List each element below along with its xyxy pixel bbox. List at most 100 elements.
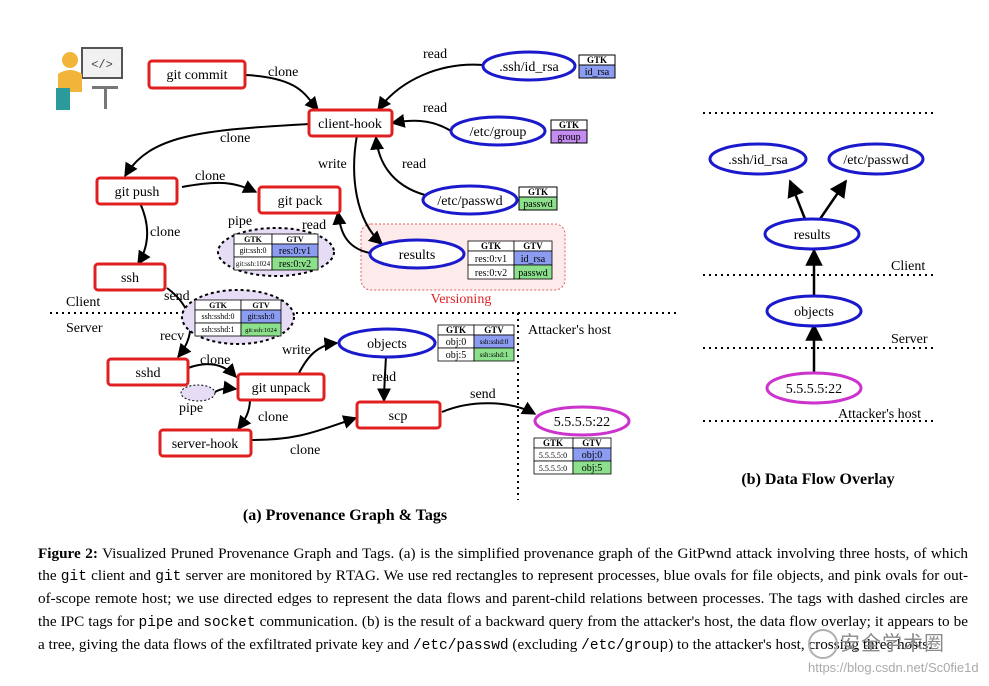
process-server-hook <box>158 428 253 458</box>
edge-label-clone: clone <box>195 169 225 184</box>
overlay-results <box>763 217 861 251</box>
caption-text: . We use red rectangles to represent pro… <box>38 567 969 630</box>
results-tag: GTK GTV res:0:v1 id_rsa res:0:v2 passwd <box>467 240 553 280</box>
svg-text:GTK: GTK <box>587 55 607 65</box>
caption-text: client and <box>86 567 156 585</box>
watermark-name: 安全学术圈 <box>840 633 945 655</box>
caption-text: server are monitored by R <box>181 567 346 585</box>
remote-tag: GTK GTV 5.5.5.5:0 obj:0 5.5.5.5:0 obj:5 <box>533 437 612 475</box>
edge-serverhook-scp <box>251 415 358 441</box>
caption-code: socket <box>203 614 256 631</box>
edge-label-read: read <box>372 370 396 385</box>
file-label: /etc/group <box>470 125 527 140</box>
pipe-oval <box>180 384 216 402</box>
attacker-region-label: Attacker's host <box>528 323 611 338</box>
svg-text:GTK: GTK <box>446 325 466 335</box>
process-git-unpack <box>236 372 326 402</box>
process-ssh <box>93 262 167 292</box>
svg-text:GTV: GTV <box>252 301 270 310</box>
file-objects <box>337 327 437 359</box>
svg-text:id_rsa: id_rsa <box>585 67 610 78</box>
svg-text:obj:0: obj:0 <box>582 450 603 461</box>
svg-text:git:ssh:0: git:ssh:0 <box>239 246 266 255</box>
file-etc-group <box>449 115 547 147</box>
edge-commit-clienthook <box>245 74 319 112</box>
process-sshd <box>106 357 190 387</box>
edge-scp-remote <box>441 401 537 415</box>
caption-text: communication. (b) is the result of a ba… <box>38 612 968 653</box>
edge-sshd-gitunpack <box>187 362 237 379</box>
client-region-label: Client <box>66 295 100 310</box>
svg-text:res:0:v1: res:0:v1 <box>475 254 507 265</box>
edge-results-gitpack <box>332 210 371 254</box>
panel-b-client-label: Client <box>891 259 925 274</box>
svg-text:ssh:sshd:1: ssh:sshd:1 <box>202 325 235 334</box>
edge-label-clone: clone <box>220 131 250 146</box>
tag-group: GTK group <box>550 119 588 144</box>
caption-text: Visualized Pruned Provenance Graph and T… <box>38 545 969 585</box>
edge-label-read: read <box>423 47 447 62</box>
file-label: /etc/passwd <box>437 194 502 209</box>
watermark: 安全学术圈 https://blog.csdn.net/Sc0fie1d <box>808 627 983 679</box>
server-region-label: Server <box>66 321 103 336</box>
edge-idrsa-clienthook <box>377 63 484 112</box>
pipe-ipc-tag: GTK GTV git:ssh:0 res:0:v1 git:ssh:1024 … <box>217 227 335 277</box>
svg-text:GTV: GTV <box>286 235 304 244</box>
process-label: sshd <box>136 366 161 381</box>
objects-tag: GTK GTV obj:0 ssh:sshd:0 obj:5 ssh:sshd:… <box>437 324 515 362</box>
figure-caption: Figure 2: Visualized Pruned Provenance G… <box>38 543 968 657</box>
panel-b-title: (b) Data Flow Overlay <box>741 471 894 488</box>
svg-text:passwd: passwd <box>523 199 552 210</box>
overlay-objects <box>765 294 863 328</box>
svg-text:</>: </> <box>91 58 113 72</box>
svg-text:id_rsa: id_rsa <box>521 254 546 265</box>
svg-text:git:ssh:0: git:ssh:0 <box>247 312 274 321</box>
caption-text: and <box>173 612 204 630</box>
edge-gitunpack-serverhook <box>237 398 252 431</box>
watermark-url: https://blog.csdn.net/Sc0fie1d <box>808 660 979 675</box>
process-label: git unpack <box>252 381 311 396</box>
overlay-passwd <box>827 142 925 176</box>
socket-ipc-tag: GTK GTV ssh:sshd:0 git:ssh:0 ssh:sshd:1 … <box>181 289 295 345</box>
caption-code: /etc/passwd <box>412 637 509 654</box>
edge-clienthook-results <box>353 134 384 245</box>
svg-text:ssh:sshd:1: ssh:sshd:1 <box>480 351 509 359</box>
caption-code: /etc/group <box>581 637 669 654</box>
overlay-remote <box>765 371 863 405</box>
panel-b-server-label: Server <box>891 332 928 347</box>
process-label: client-hook <box>318 117 382 132</box>
process-client-hook <box>307 108 394 138</box>
process-label: git commit <box>166 68 227 83</box>
overlay-label: 5.5.5.5:22 <box>786 382 842 397</box>
edge-gitpush-gitpack <box>181 180 258 193</box>
caption-code: pipe <box>138 614 174 631</box>
provenance-figure: Versioning Client Server Attacker's host… <box>50 47 937 524</box>
edge-gitpush-ssh <box>137 202 151 266</box>
overlay-label: results <box>794 228 831 243</box>
svg-text:GTK: GTK <box>244 235 263 244</box>
edge-label-read: read <box>423 101 447 116</box>
edge-objects-scp <box>377 355 392 403</box>
edge-label-send: send <box>470 387 496 402</box>
svg-text:GTK: GTK <box>209 301 228 310</box>
edge-label-read: read <box>402 157 426 172</box>
overlay-label: .ssh/id_rsa <box>728 153 788 168</box>
remote-label: 5.5.5.5:22 <box>554 415 610 430</box>
caption-code: git <box>155 569 182 586</box>
svg-text:GTV: GTV <box>523 241 543 251</box>
svg-text:git:ssh:1024: git:ssh:1024 <box>236 260 271 268</box>
svg-text:ssh:sshd:0: ssh:sshd:0 <box>202 312 235 321</box>
svg-text:GTV: GTV <box>484 325 504 335</box>
svg-text:res:0:v2: res:0:v2 <box>475 268 507 279</box>
svg-text:res:0:v2: res:0:v2 <box>279 259 311 270</box>
file-label: objects <box>367 337 407 352</box>
svg-text:ssh:sshd:0: ssh:sshd:0 <box>480 338 509 346</box>
file-results <box>368 238 466 270</box>
overlay-label: /etc/passwd <box>843 153 908 168</box>
panel-a-title: (a) Provenance Graph & Tags <box>243 507 447 524</box>
svg-text:5.5.5.5:0: 5.5.5.5:0 <box>539 451 567 460</box>
svg-text:passwd: passwd <box>518 268 547 279</box>
edge-label-clone: clone <box>150 225 180 240</box>
svg-text:obj:5: obj:5 <box>582 463 603 474</box>
overlay-id-rsa <box>708 142 808 176</box>
